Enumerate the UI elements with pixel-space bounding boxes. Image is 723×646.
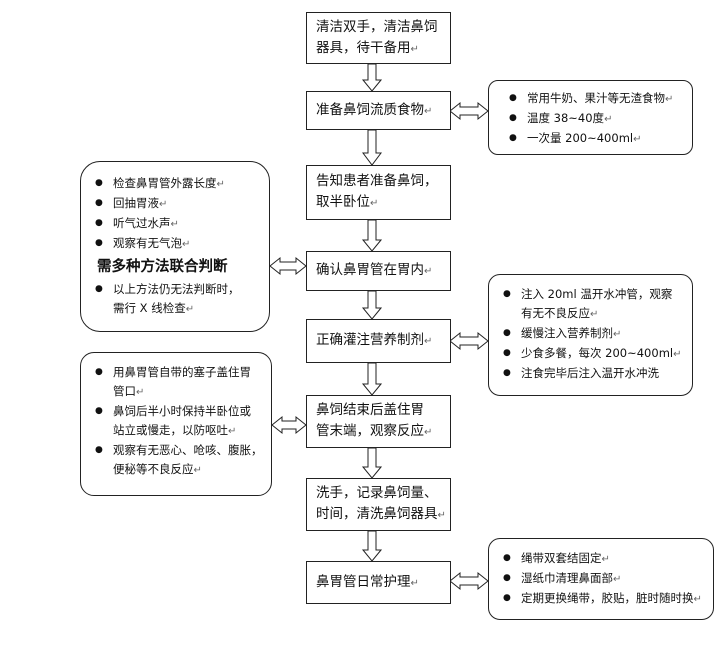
arrow-down-6 [361, 447, 383, 479]
list-item: 以上方法仍无法判断时， [91, 280, 263, 299]
note-daily-care: 绳带双套结固定↵ 湿纸巾清理鼻面部↵ 定期更换绳带，胶贴，脏时随时换↵ [488, 538, 714, 620]
step-line: 管末端，观察反应 [316, 423, 424, 439]
step-line: 告知患者准备鼻饲， [316, 173, 438, 189]
list-item: 鼻饲后半小时保持半卧位或 [91, 402, 267, 421]
list-item: 常用牛奶、果汁等无渣食物↵ [505, 89, 686, 109]
list-item: 少食多餐，每次 200~400ml↵ [499, 344, 688, 364]
step-line: 鼻饲结束后盖住胃 [316, 402, 424, 418]
note-food: 常用牛奶、果汁等无渣食物↵ 温度 38~40度↵ 一次量 200~400ml↵ [488, 80, 693, 155]
step-prepare-food: 准备鼻饲流质食物↵ [306, 91, 451, 130]
arrow-after [271, 415, 307, 435]
arrow-food [449, 101, 489, 121]
arrow-feeding [449, 331, 489, 351]
list-item: 缓慢注入营养制剂↵ [499, 324, 688, 344]
step-line: 时间，清洗鼻饲器具 [316, 506, 438, 522]
step-line: 洗手，记录鼻饲量、 [316, 485, 438, 501]
list-item: 定期更换绳带，胶贴，脏时随时换↵ [499, 589, 709, 609]
arrow-down-7 [361, 530, 383, 562]
list-item: 用鼻胃管自带的塞子盖住胃 [91, 363, 267, 382]
list-item: 温度 38~40度↵ [505, 109, 686, 129]
arrow-down-3 [361, 219, 383, 252]
step-daily-care: 鼻胃管日常护理↵ [306, 561, 451, 604]
list-item: 注食完毕后注入温开水冲洗 [499, 364, 688, 383]
note-after-feeding: 用鼻胃管自带的塞子盖住胃 管口↵ 鼻饲后半小时保持半卧位或 站立或慢走，以防呕吐… [80, 352, 272, 496]
step-clean-hands: 清洁双手，清洁鼻饲 器具，待干备用↵ [306, 12, 451, 64]
step-record: 洗手，记录鼻饲量、 时间，清洗鼻饲器具↵ [306, 478, 451, 531]
step-line: 清洁双手，清洁鼻饲 [316, 18, 438, 35]
arrow-care [449, 571, 489, 591]
list-item: 绳带双套结固定↵ [499, 549, 709, 569]
list-item: 观察有无气泡↵ [91, 234, 263, 254]
step-cap-tube: 鼻饲结束后盖住胃 管末端，观察反应↵ [306, 395, 451, 448]
list-item: 回抽胃液↵ [91, 194, 263, 214]
list-item: 注入 20ml 温开水冲管，观察 [499, 285, 688, 304]
step-line: 确认鼻胃管在胃内 [316, 262, 424, 278]
arrow-down-5 [361, 362, 383, 396]
arrow-down-4 [361, 290, 383, 320]
arrow-down-2 [362, 129, 382, 166]
step-line: 鼻胃管日常护理 [316, 573, 411, 590]
list-item: 观察有无恶心、呛咳、腹胀， [91, 441, 267, 460]
arrow-down-1 [361, 63, 383, 92]
note-feeding: 注入 20ml 温开水冲管，观察 有无不良反应↵ 缓慢注入营养制剂↵ 少食多餐，… [488, 274, 693, 396]
step-inform-patient: 告知患者准备鼻饲， 取半卧位↵ [306, 165, 451, 220]
step-line: 正确灌注营养制剂 [316, 332, 424, 348]
step-line: 取半卧位 [316, 194, 370, 210]
note-confirm-methods: 检查鼻胃管外露长度↵ 回抽胃液↵ 听气过水声↵ 观察有无气泡↵ 需多种方法联合判… [80, 161, 270, 332]
emphasis-text: 需多种方法联合判断 [97, 259, 228, 275]
list-item: 检查鼻胃管外露长度↵ [91, 174, 263, 194]
list-item: 湿纸巾清理鼻面部↵ [499, 569, 709, 589]
step-line: 器具，待干备用 [316, 39, 411, 56]
step-confirm-tube: 确认鼻胃管在胃内↵ [306, 251, 451, 291]
step-infuse-nutrition: 正确灌注营养制剂↵ [306, 319, 451, 363]
list-item: 听气过水声↵ [91, 214, 263, 234]
arrow-confirm [269, 256, 307, 276]
step-line: 准备鼻饲流质食物 [316, 101, 424, 118]
list-item: 一次量 200~400ml↵ [505, 129, 686, 149]
